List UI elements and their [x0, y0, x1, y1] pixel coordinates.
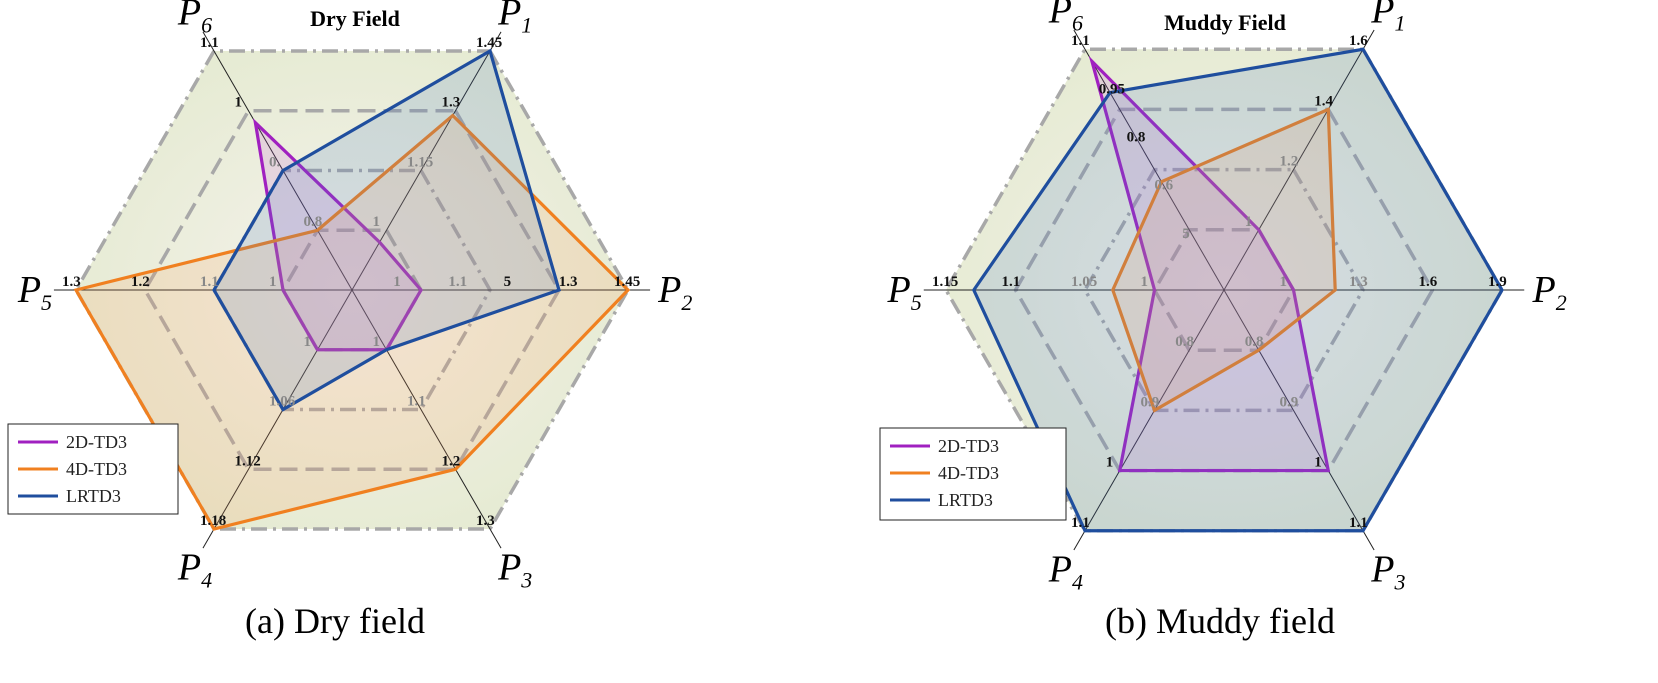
- tick-label: 1.06: [269, 394, 296, 410]
- axis-line: [1223, 29, 1375, 291]
- tick-label: 5: [504, 274, 512, 290]
- series-lrtd3: [212, 48, 561, 412]
- tick-label: 1: [1314, 455, 1322, 471]
- axis-line: [1223, 289, 1375, 551]
- series-4d-td3: [1111, 107, 1337, 413]
- tick-label: 0.8: [1175, 334, 1194, 350]
- tick-label: 1.3: [1349, 274, 1368, 290]
- tick-label: 1.9: [1488, 274, 1507, 290]
- axis-name-p6: P6: [1048, 0, 1083, 36]
- series-lrtd3: [971, 47, 1504, 533]
- tick-label: 1: [235, 95, 243, 111]
- tick-label: 1: [373, 334, 381, 350]
- axis-line: [351, 31, 502, 291]
- tick-label: 1.6: [1349, 33, 1368, 49]
- axis-name-p1: P1: [497, 0, 532, 38]
- chart-caption: (b) Muddy field: [1105, 601, 1335, 641]
- tick-label: 1.1: [200, 274, 219, 290]
- tick-label: 1.15: [932, 274, 958, 290]
- tick-label: 0.8: [1127, 130, 1146, 146]
- tick-label: 1.05: [1071, 274, 1097, 290]
- tick-label: 1: [1245, 214, 1253, 230]
- legend-label: LRTD3: [938, 490, 993, 510]
- axis-line: [202, 31, 353, 291]
- tick-label: 1: [1280, 274, 1288, 290]
- tick-label: 1: [1106, 455, 1114, 471]
- tick-label: 1.1: [1349, 515, 1368, 531]
- tick-label: 1.3: [559, 274, 578, 290]
- legend-box: [7, 423, 179, 515]
- axis-name-p3: P3: [497, 546, 532, 592]
- axis-line: [1073, 289, 1225, 551]
- tick-label: 1.2: [1280, 154, 1299, 170]
- series-4d-td3: [73, 113, 631, 531]
- tick-label: 1.1: [200, 35, 219, 51]
- legend-label: 4D-TD3: [938, 463, 999, 483]
- tick-label: 0.6: [1154, 178, 1173, 194]
- axis-name-p2: P2: [657, 269, 692, 315]
- axis-line: [1073, 29, 1225, 291]
- axis-name-p5: P5: [17, 269, 52, 315]
- tick-label: 1.45: [614, 274, 640, 290]
- axis-line: [351, 289, 502, 549]
- legend-label: 2D-TD3: [66, 432, 127, 452]
- tick-label: 1: [373, 214, 381, 230]
- axis-name-p6: P6: [177, 0, 212, 38]
- tick-label: 0.95: [1099, 81, 1125, 97]
- tick-label: 1: [1141, 274, 1149, 290]
- tick-label: 0.9: [1141, 394, 1160, 410]
- tick-label: 1.15: [407, 154, 433, 170]
- axis-line: [202, 289, 353, 549]
- tick-label: 1.4: [1314, 93, 1333, 109]
- tick-label: 1.1: [448, 274, 467, 290]
- tick-label: 1.45: [476, 35, 502, 51]
- legend-label: LRTD3: [66, 486, 121, 506]
- axis-name-p5: P5: [887, 269, 922, 315]
- tick-label: 1.1: [1071, 515, 1090, 531]
- tick-label: 1.3: [62, 274, 81, 290]
- tick-label: 1.18: [200, 513, 226, 529]
- radar-chart-2: 1 1.2 1.4 1.6 1 1.3 1.6 1.9 0.8 0.9 1 1.1 0.8 0.9 1 1.1…: [879, 0, 1567, 641]
- tick-label: 1.1: [407, 394, 426, 410]
- tick-label: 0.8: [304, 214, 323, 230]
- tick-label: 0.9: [1280, 394, 1299, 410]
- axis-name-p4: P4: [177, 546, 212, 592]
- axis-name-p1: P1: [1370, 0, 1405, 36]
- axis-name-p4: P4: [1048, 548, 1083, 594]
- tick-label: 1.2: [131, 274, 150, 290]
- tick-label: 1: [393, 274, 401, 290]
- tick-label: 1.6: [1419, 274, 1438, 290]
- tick-label: 1.3: [442, 95, 461, 111]
- chart-title: Muddy Field: [1164, 10, 1286, 35]
- chart-caption: (a) Dry field: [245, 601, 425, 641]
- tick-label: 1: [304, 334, 312, 350]
- chart-title: Dry Field: [310, 6, 400, 31]
- tick-label: 1.1: [1002, 274, 1021, 290]
- tick-label: 5: [1182, 226, 1190, 242]
- legend-label: 4D-TD3: [66, 459, 127, 479]
- series-2d-td3: [1088, 55, 1331, 473]
- tick-label: 0.: [269, 154, 281, 170]
- axis-name-p3: P3: [1370, 548, 1405, 594]
- tick-label: 1.2: [442, 453, 461, 469]
- legend-label: 2D-TD3: [938, 436, 999, 456]
- tick-label: 1.3: [476, 513, 495, 529]
- axis-name-p2: P2: [1531, 269, 1566, 315]
- tick-label: 1: [269, 274, 277, 290]
- tick-label: 0.8: [1245, 334, 1264, 350]
- tick-label: 1.1: [1071, 33, 1090, 49]
- series-2d-td3: [253, 118, 423, 352]
- tick-label: 1.12: [235, 453, 261, 469]
